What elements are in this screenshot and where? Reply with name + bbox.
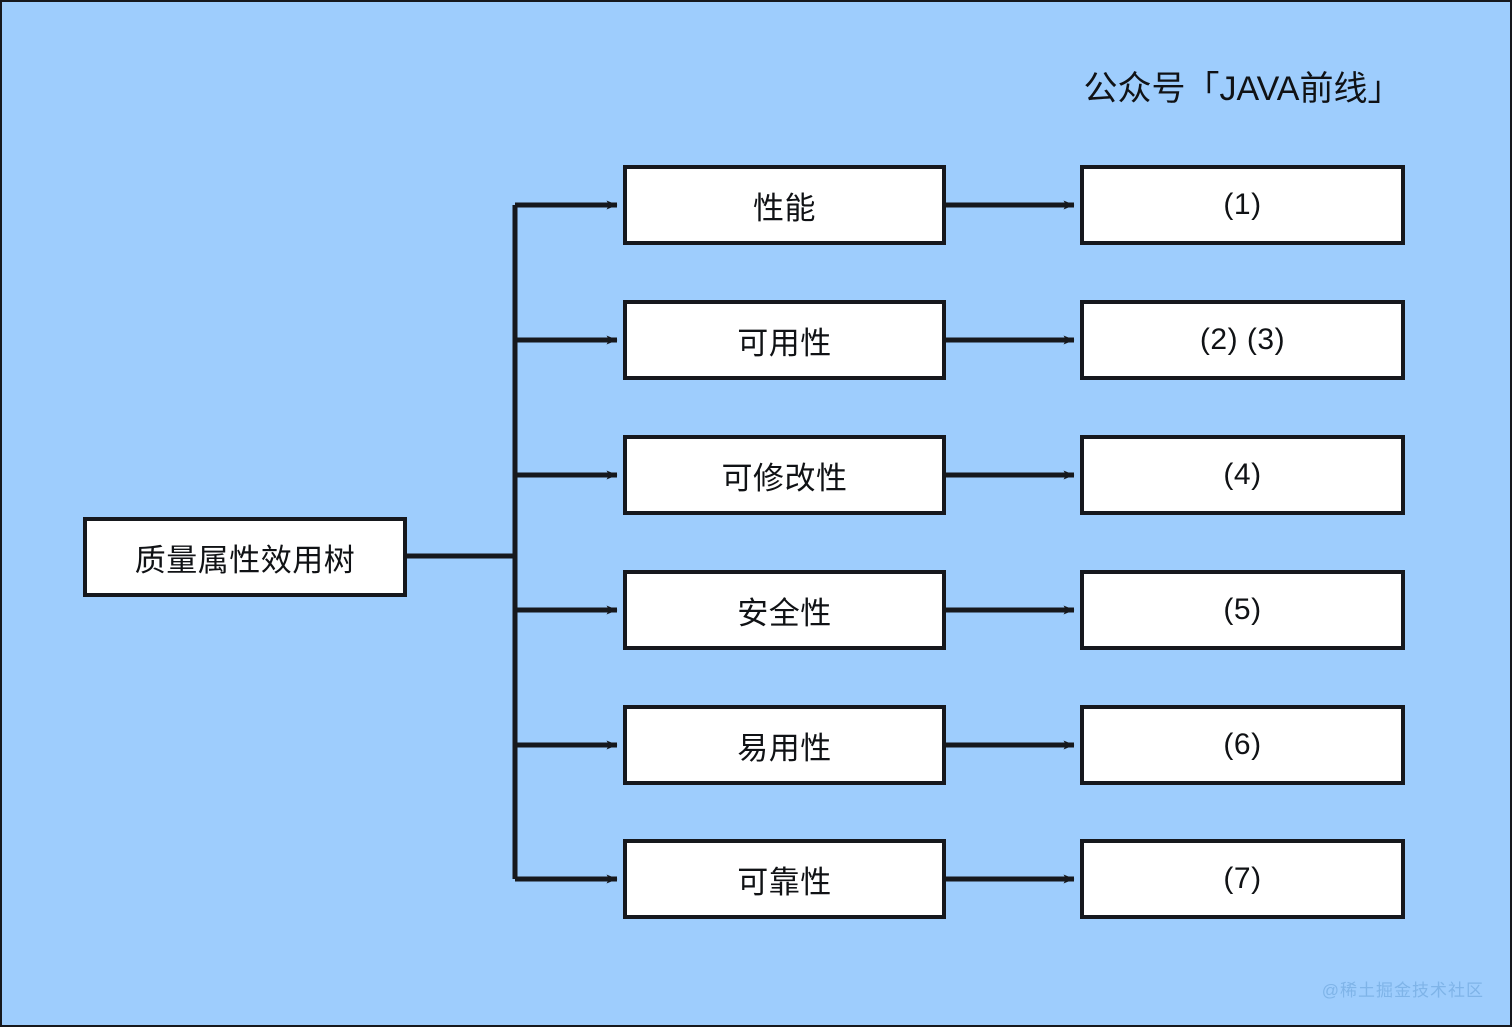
node-scenario-label: (7): [1223, 862, 1262, 895]
node-scenario-5: (7): [1080, 839, 1405, 919]
node-attribute-2: 可修改性: [623, 435, 946, 515]
node-attribute-label: 安全性: [737, 595, 832, 631]
node-root-label: 质量属性效用树: [134, 542, 356, 578]
node-root: 质量属性效用树: [83, 517, 407, 597]
node-scenario-label: (4): [1223, 458, 1262, 491]
node-attribute-label: 可修改性: [721, 460, 848, 496]
node-scenario-label: (1): [1223, 188, 1262, 221]
node-scenario-0: (1): [1080, 165, 1405, 245]
node-attribute-label: 可用性: [737, 325, 832, 361]
node-scenario-4: (6): [1080, 705, 1405, 785]
node-attribute-label: 易用性: [737, 730, 832, 766]
node-scenario-label: (6): [1223, 728, 1262, 761]
node-scenario-label: (2) (3): [1199, 323, 1286, 356]
node-scenario-3: (5): [1080, 570, 1405, 650]
node-scenario-2: (4): [1080, 435, 1405, 515]
node-attribute-3: 安全性: [623, 570, 946, 650]
watermark: @稀土掘金技术社区: [1321, 981, 1484, 1000]
header-title: 公众号「JAVA前线」: [1083, 70, 1402, 108]
node-attribute-4: 易用性: [623, 705, 946, 785]
node-attribute-label: 可靠性: [737, 864, 832, 900]
node-attribute-label: 性能: [753, 190, 816, 226]
node-scenario-1: (2) (3): [1080, 300, 1405, 380]
node-attribute-0: 性能: [623, 165, 946, 245]
node-scenario-label: (5): [1223, 593, 1262, 626]
node-attribute-1: 可用性: [623, 300, 946, 380]
node-attribute-5: 可靠性: [623, 839, 946, 919]
